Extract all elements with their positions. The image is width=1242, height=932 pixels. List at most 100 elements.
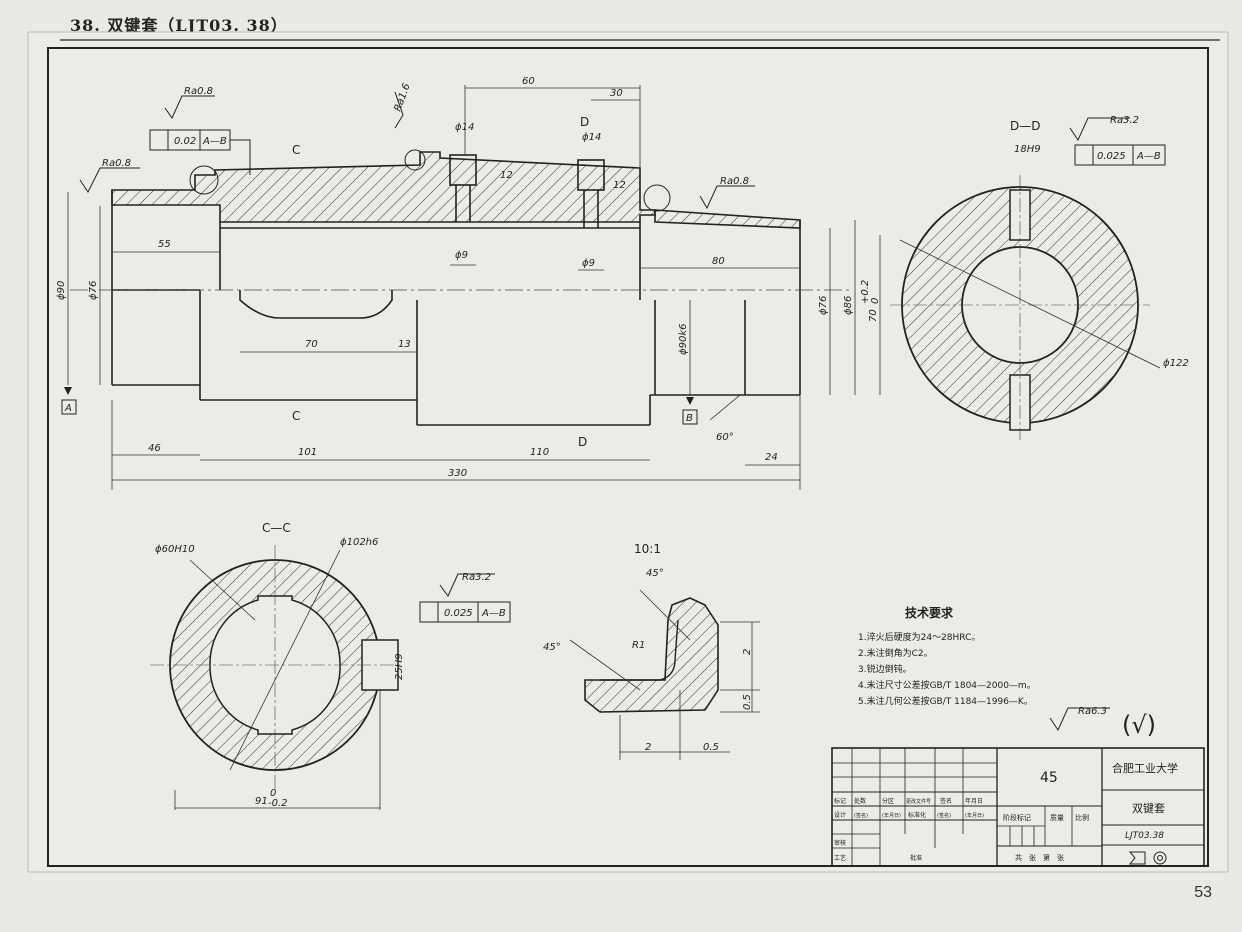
main-view bbox=[111, 149, 801, 426]
dim-60: 60 bbox=[522, 76, 535, 87]
detail-radius-r1: R1 bbox=[632, 640, 645, 651]
tech-req-item-5: 5.未注几何公差按GB/T 1184—1996—K。 bbox=[858, 695, 1033, 707]
tb-school: 合肥工业大学 bbox=[1112, 761, 1178, 775]
dim-101: 101 bbox=[298, 447, 317, 458]
detail-angle-45-top: 45° bbox=[646, 568, 664, 579]
cc-bore-60h10: ϕ60H10 bbox=[155, 544, 195, 555]
dim-phi76-left: ϕ76 bbox=[88, 281, 99, 300]
tech-req-title: 技术要求 bbox=[905, 605, 954, 620]
cc-datum: A—B bbox=[481, 608, 506, 619]
roughness-symbols bbox=[79, 91, 1130, 732]
section-mark-c-top: C bbox=[292, 143, 300, 157]
dim-phi9-a: ϕ9 bbox=[455, 250, 468, 261]
angle-60: 60° bbox=[716, 432, 734, 443]
dim-12-a: 12 bbox=[500, 170, 513, 181]
dim-46: 46 bbox=[148, 443, 161, 454]
section-cc-labels: C—C ϕ60H10 ϕ102h6 Ra3.2 0.025 A—B 25H9 9… bbox=[155, 521, 506, 809]
dim-phi86: ϕ86 bbox=[843, 296, 854, 315]
tb-part-name: 双键套 bbox=[1132, 801, 1165, 815]
hole-right bbox=[577, 159, 605, 191]
dim-phi14-b: ϕ14 bbox=[582, 132, 601, 143]
cc-tolerance: 0.025 bbox=[444, 608, 473, 619]
dim-70: 70 bbox=[305, 339, 318, 350]
tb-design-3: 标准化 bbox=[908, 811, 926, 819]
datum-a-box bbox=[61, 399, 77, 415]
dim-70-tol-lower: 0 bbox=[870, 298, 881, 304]
tolerance-datum: A—B bbox=[202, 136, 227, 147]
dim-phi14-a: ϕ14 bbox=[455, 122, 474, 133]
cc-dim-91-tol-lower: -0.2 bbox=[268, 798, 288, 809]
dimension-lines bbox=[67, 85, 881, 490]
detail-dim-2-horizontal: 2 bbox=[645, 742, 651, 753]
section-mark-d-bottom: D bbox=[578, 435, 587, 449]
tb-row-label-5: 年月日 bbox=[965, 797, 983, 805]
tb-row-label-0: 标记 bbox=[834, 797, 846, 805]
detail-angle-45-left: 45° bbox=[543, 642, 561, 653]
section-dd bbox=[890, 144, 1166, 440]
hole-left bbox=[449, 154, 477, 186]
dim-55: 55 bbox=[158, 239, 171, 250]
roughness-ra08-top: Ra0.8 bbox=[184, 86, 213, 97]
roughness-ra08-right: Ra0.8 bbox=[720, 176, 749, 187]
dim-12-b: 12 bbox=[613, 180, 626, 191]
dim-30: 30 bbox=[610, 88, 623, 99]
tech-req-item-4: 4.未注尺寸公差按GB/T 1804—2000—m。 bbox=[858, 679, 1036, 691]
tb-design-0: 设计 bbox=[834, 811, 846, 819]
dd-roughness: Ra3.2 bbox=[1110, 115, 1139, 126]
dd-diameter-122: ϕ122 bbox=[1163, 358, 1189, 369]
tb-material: 45 bbox=[1040, 770, 1058, 786]
dd-tolerance: 0.025 bbox=[1097, 151, 1126, 162]
tb-design-2: (年月日) bbox=[882, 812, 901, 819]
section-dd-labels: D—D 18H9 Ra3.2 0.025 A—B ϕ122 bbox=[1010, 115, 1189, 369]
dim-13: 13 bbox=[398, 339, 411, 350]
title-block-labels: 45 合肥工业大学 双键套 LJT03.38 标记 处数 分区 更改文件号 签名… bbox=[834, 761, 1178, 862]
tb-row-label-2: 分区 bbox=[882, 797, 894, 805]
dim-phi90: ϕ90 bbox=[56, 281, 67, 300]
technical-requirements: 技术要求 1.淬火后硬度为24～28HRC。 2.未注倒角为C2。 3.锐边倒钝… bbox=[858, 605, 1156, 739]
page-title: 38. 双键套（LJT03. 38） bbox=[70, 16, 288, 35]
dim-phi9-b: ϕ9 bbox=[582, 258, 595, 269]
tolerance-value: 0.02 bbox=[174, 136, 196, 147]
datum-b-box bbox=[682, 409, 698, 425]
tb-design-1: (签名) bbox=[854, 812, 868, 819]
general-roughness-symbol: (√) bbox=[1122, 711, 1156, 739]
section-cc-title: C—C bbox=[262, 521, 291, 535]
detail-scale: 10:1 bbox=[634, 542, 661, 556]
section-mark-d-top: D bbox=[580, 115, 589, 129]
cc-dim-91: 91 bbox=[255, 796, 268, 807]
tb-row-label-1: 处数 bbox=[854, 797, 866, 805]
dim-phi90k6: ϕ90k6 bbox=[678, 324, 689, 355]
tech-req-item-2: 2.未注倒角为C2。 bbox=[858, 647, 933, 659]
tb-sheets: 共 张 第 张 bbox=[1015, 853, 1064, 862]
tb-design-4: (签名) bbox=[937, 812, 951, 819]
dd-datum: A—B bbox=[1136, 151, 1161, 162]
detail-dim-05-horizontal: 0.5 bbox=[703, 742, 719, 753]
dim-70-tol-upper: +0.2 bbox=[860, 280, 871, 304]
roughness-ra08-left: Ra0.8 bbox=[102, 158, 131, 169]
tb-scale: 比例 bbox=[1075, 813, 1089, 822]
cc-outer-102h6: ϕ102h6 bbox=[340, 537, 378, 548]
title-block bbox=[831, 747, 1205, 867]
tb-stage: 阶段标记 bbox=[1003, 813, 1031, 822]
tb-code: LJT03.38 bbox=[1125, 831, 1164, 841]
dim-phi76-right: ϕ76 bbox=[818, 296, 829, 315]
tb-row-label-3: 更改文件号 bbox=[906, 798, 931, 805]
tb-weight: 质量 bbox=[1050, 813, 1064, 822]
datum-a-label: A bbox=[64, 403, 72, 414]
section-dd-title: D—D bbox=[1010, 119, 1040, 133]
cc-width-25h9: 25H9 bbox=[394, 653, 405, 680]
detail-view bbox=[569, 589, 760, 760]
detail-dim-2-vertical: 2 bbox=[742, 649, 753, 655]
section-mark-c-bottom: C bbox=[292, 409, 300, 423]
dim-330: 330 bbox=[448, 468, 467, 479]
dd-width-18h9: 18H9 bbox=[1014, 144, 1041, 155]
detail-labels: 10:1 45° 45° R1 2 0.5 2 0.5 bbox=[543, 542, 753, 753]
cc-dim-91-tol-upper: 0 bbox=[270, 788, 276, 799]
tb-row-label-4: 签名 bbox=[940, 797, 952, 805]
tb-review: 审核 bbox=[834, 839, 846, 847]
main-view-labels: 60 30 ϕ14 ϕ14 12 12 ϕ9 ϕ9 55 80 70 13 46… bbox=[56, 76, 881, 479]
dim-110: 110 bbox=[530, 447, 549, 458]
general-roughness: Ra6.3 bbox=[1078, 706, 1107, 717]
